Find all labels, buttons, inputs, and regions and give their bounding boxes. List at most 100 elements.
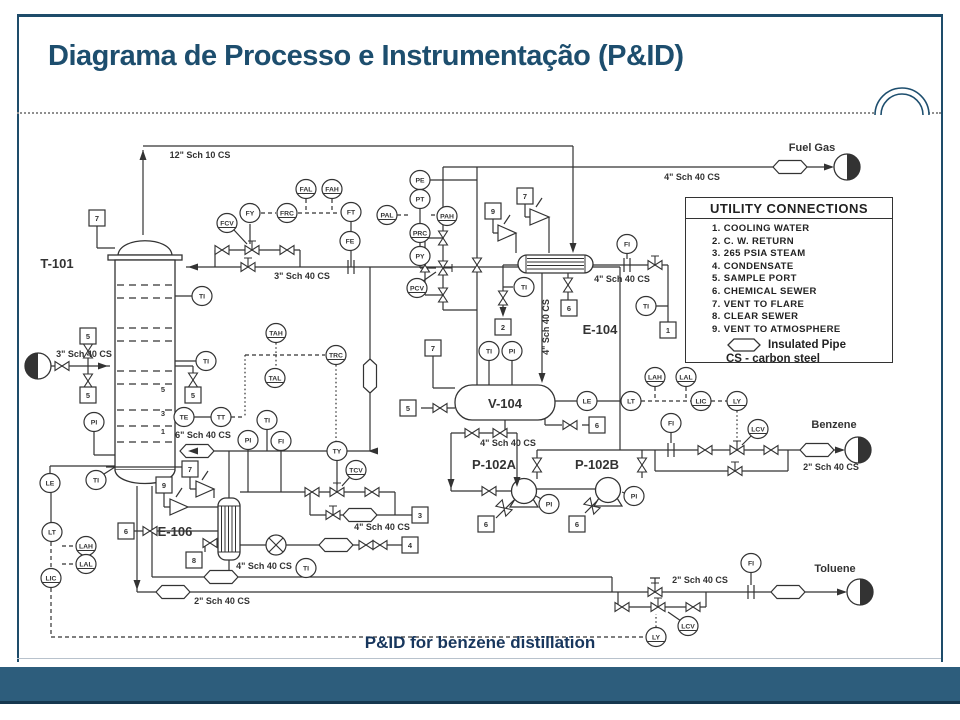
instrument-bubble-tt: TT bbox=[210, 406, 232, 428]
pipe-spec-label: 3" Sch 40 CS bbox=[56, 349, 112, 359]
valve-symbol bbox=[492, 427, 508, 439]
insulated-pipe-symbol bbox=[342, 507, 378, 523]
svg-text:LCV: LCV bbox=[681, 624, 695, 631]
svg-text:7: 7 bbox=[523, 192, 527, 201]
instrument-bubble-frc: FRC bbox=[276, 202, 298, 224]
svg-text:8: 8 bbox=[192, 556, 196, 565]
instrument-bubble-ti: TI bbox=[195, 350, 217, 372]
valve-symbol bbox=[464, 427, 480, 439]
utility-item: 6. CHEMICAL SEWER bbox=[712, 285, 817, 297]
equipment-label: V-104 bbox=[488, 396, 523, 411]
carbon-steel-note: CS - carbon steel bbox=[726, 353, 820, 366]
valve-symbol bbox=[763, 444, 779, 456]
instrument-bubble-lt: LT bbox=[620, 390, 642, 412]
instrument-bubble-tah: TAH bbox=[265, 322, 287, 344]
equipment-label: P-102B bbox=[575, 457, 619, 472]
feed-stream-symbol bbox=[24, 352, 52, 380]
utility-square-5: 5 bbox=[184, 386, 202, 404]
valve-symbol bbox=[364, 486, 380, 498]
svg-text:FAL: FAL bbox=[300, 187, 313, 194]
instrument-bubble-tal: TAL bbox=[264, 367, 286, 389]
exchanger-e104 bbox=[517, 254, 594, 274]
utility-square-6: 6 bbox=[568, 515, 586, 533]
flow-arrow bbox=[513, 477, 521, 487]
instrument-bubble-lcv: LCV bbox=[677, 615, 699, 637]
flow-arrow bbox=[188, 263, 198, 271]
flow-arrow bbox=[569, 243, 577, 253]
dashed-signal-lines bbox=[50, 199, 727, 638]
svg-text:LCV: LCV bbox=[751, 427, 765, 434]
svg-text:TAH: TAH bbox=[269, 331, 283, 338]
insulated-pipe-icon bbox=[727, 338, 761, 352]
svg-text:FI: FI bbox=[278, 439, 284, 446]
flow-arrow bbox=[133, 580, 141, 590]
svg-text:FI: FI bbox=[624, 242, 630, 249]
svg-text:LY: LY bbox=[733, 399, 742, 406]
valve-symbol bbox=[727, 461, 743, 477]
valve-symbol bbox=[636, 457, 648, 473]
flow-arrow bbox=[139, 150, 147, 160]
utility-square-7: 7 bbox=[88, 209, 106, 227]
pump-p102b bbox=[592, 476, 624, 507]
toluene-stream-symbol bbox=[846, 578, 874, 606]
flow-arrows bbox=[98, 150, 847, 596]
instrument-bubble-fcv: FCV bbox=[216, 212, 238, 234]
equipment-label: T-101 bbox=[40, 256, 73, 271]
utility-square-9: 9 bbox=[484, 202, 502, 220]
instrument-bubble-ly: LY bbox=[645, 626, 667, 648]
valve-symbol bbox=[471, 257, 483, 273]
valve-symbol bbox=[481, 485, 497, 497]
utility-item: 2. C. W. RETURN bbox=[712, 235, 795, 247]
instrument-bubble-ti: TI bbox=[513, 276, 535, 298]
instrument-bubble-fi: FI bbox=[616, 233, 638, 255]
svg-text:FI: FI bbox=[748, 561, 754, 568]
insulated-pipe-symbol bbox=[155, 584, 191, 600]
svg-text:1: 1 bbox=[666, 326, 670, 335]
dotted-signal-lines bbox=[244, 343, 738, 627]
stream-label: Toluene bbox=[814, 563, 855, 575]
valve-symbol bbox=[279, 244, 295, 256]
valve-symbol bbox=[562, 419, 578, 431]
svg-text:6: 6 bbox=[484, 520, 488, 529]
valve-symbol bbox=[582, 496, 602, 516]
valve-symbol bbox=[358, 539, 374, 551]
pipe-spec-label: 2" Sch 40 CS bbox=[803, 462, 859, 472]
instrument-bubble-ty: TY bbox=[326, 440, 348, 462]
instrument-bubble-le: LE bbox=[576, 390, 598, 412]
svg-text:LAH: LAH bbox=[79, 544, 93, 551]
utility-item: 5. SAMPLE PORT bbox=[712, 273, 797, 285]
pipe-spec-label: 4" Sch 40 CS bbox=[594, 274, 650, 284]
orifice-flange bbox=[747, 585, 755, 599]
svg-text:TI: TI bbox=[521, 285, 527, 292]
svg-text:PE: PE bbox=[415, 178, 425, 185]
valve-symbol bbox=[650, 597, 666, 613]
insulated-pipe-symbol bbox=[770, 584, 806, 600]
utility-square-5: 5 bbox=[79, 386, 97, 404]
pipe-spec-label: 4" Sch 40 CS bbox=[664, 172, 720, 182]
svg-text:5: 5 bbox=[86, 332, 90, 341]
svg-text:LIC: LIC bbox=[696, 399, 707, 406]
valve-symbol bbox=[372, 539, 388, 551]
svg-text:6: 6 bbox=[595, 421, 599, 430]
orifice-flange bbox=[667, 443, 675, 457]
flow-arrow bbox=[188, 447, 198, 455]
flow-arrow bbox=[538, 373, 546, 383]
equipment-label: P-102A bbox=[472, 457, 517, 472]
utility-item: 7. VENT TO FLARE bbox=[712, 298, 805, 310]
svg-text:TI: TI bbox=[203, 359, 209, 366]
tray-number: 3 bbox=[161, 409, 165, 418]
instrument-bubble-ti: TI bbox=[295, 557, 317, 579]
svg-text:PCV: PCV bbox=[410, 286, 424, 293]
svg-text:6: 6 bbox=[124, 527, 128, 536]
footer-divider bbox=[17, 658, 941, 659]
utility-square-3: 3 bbox=[411, 506, 429, 524]
utility-square-1: 1 bbox=[659, 321, 677, 339]
svg-text:9: 9 bbox=[491, 207, 495, 216]
instrument-bubble-ft: FT bbox=[340, 201, 362, 223]
orifice-flange bbox=[623, 258, 631, 272]
utility-item: 1. COOLING WATER bbox=[712, 223, 810, 234]
instrument-bubble-te: TE bbox=[173, 406, 195, 428]
instrument-bubble-lt: LT bbox=[41, 521, 63, 543]
utility-square-5: 5 bbox=[399, 399, 417, 417]
